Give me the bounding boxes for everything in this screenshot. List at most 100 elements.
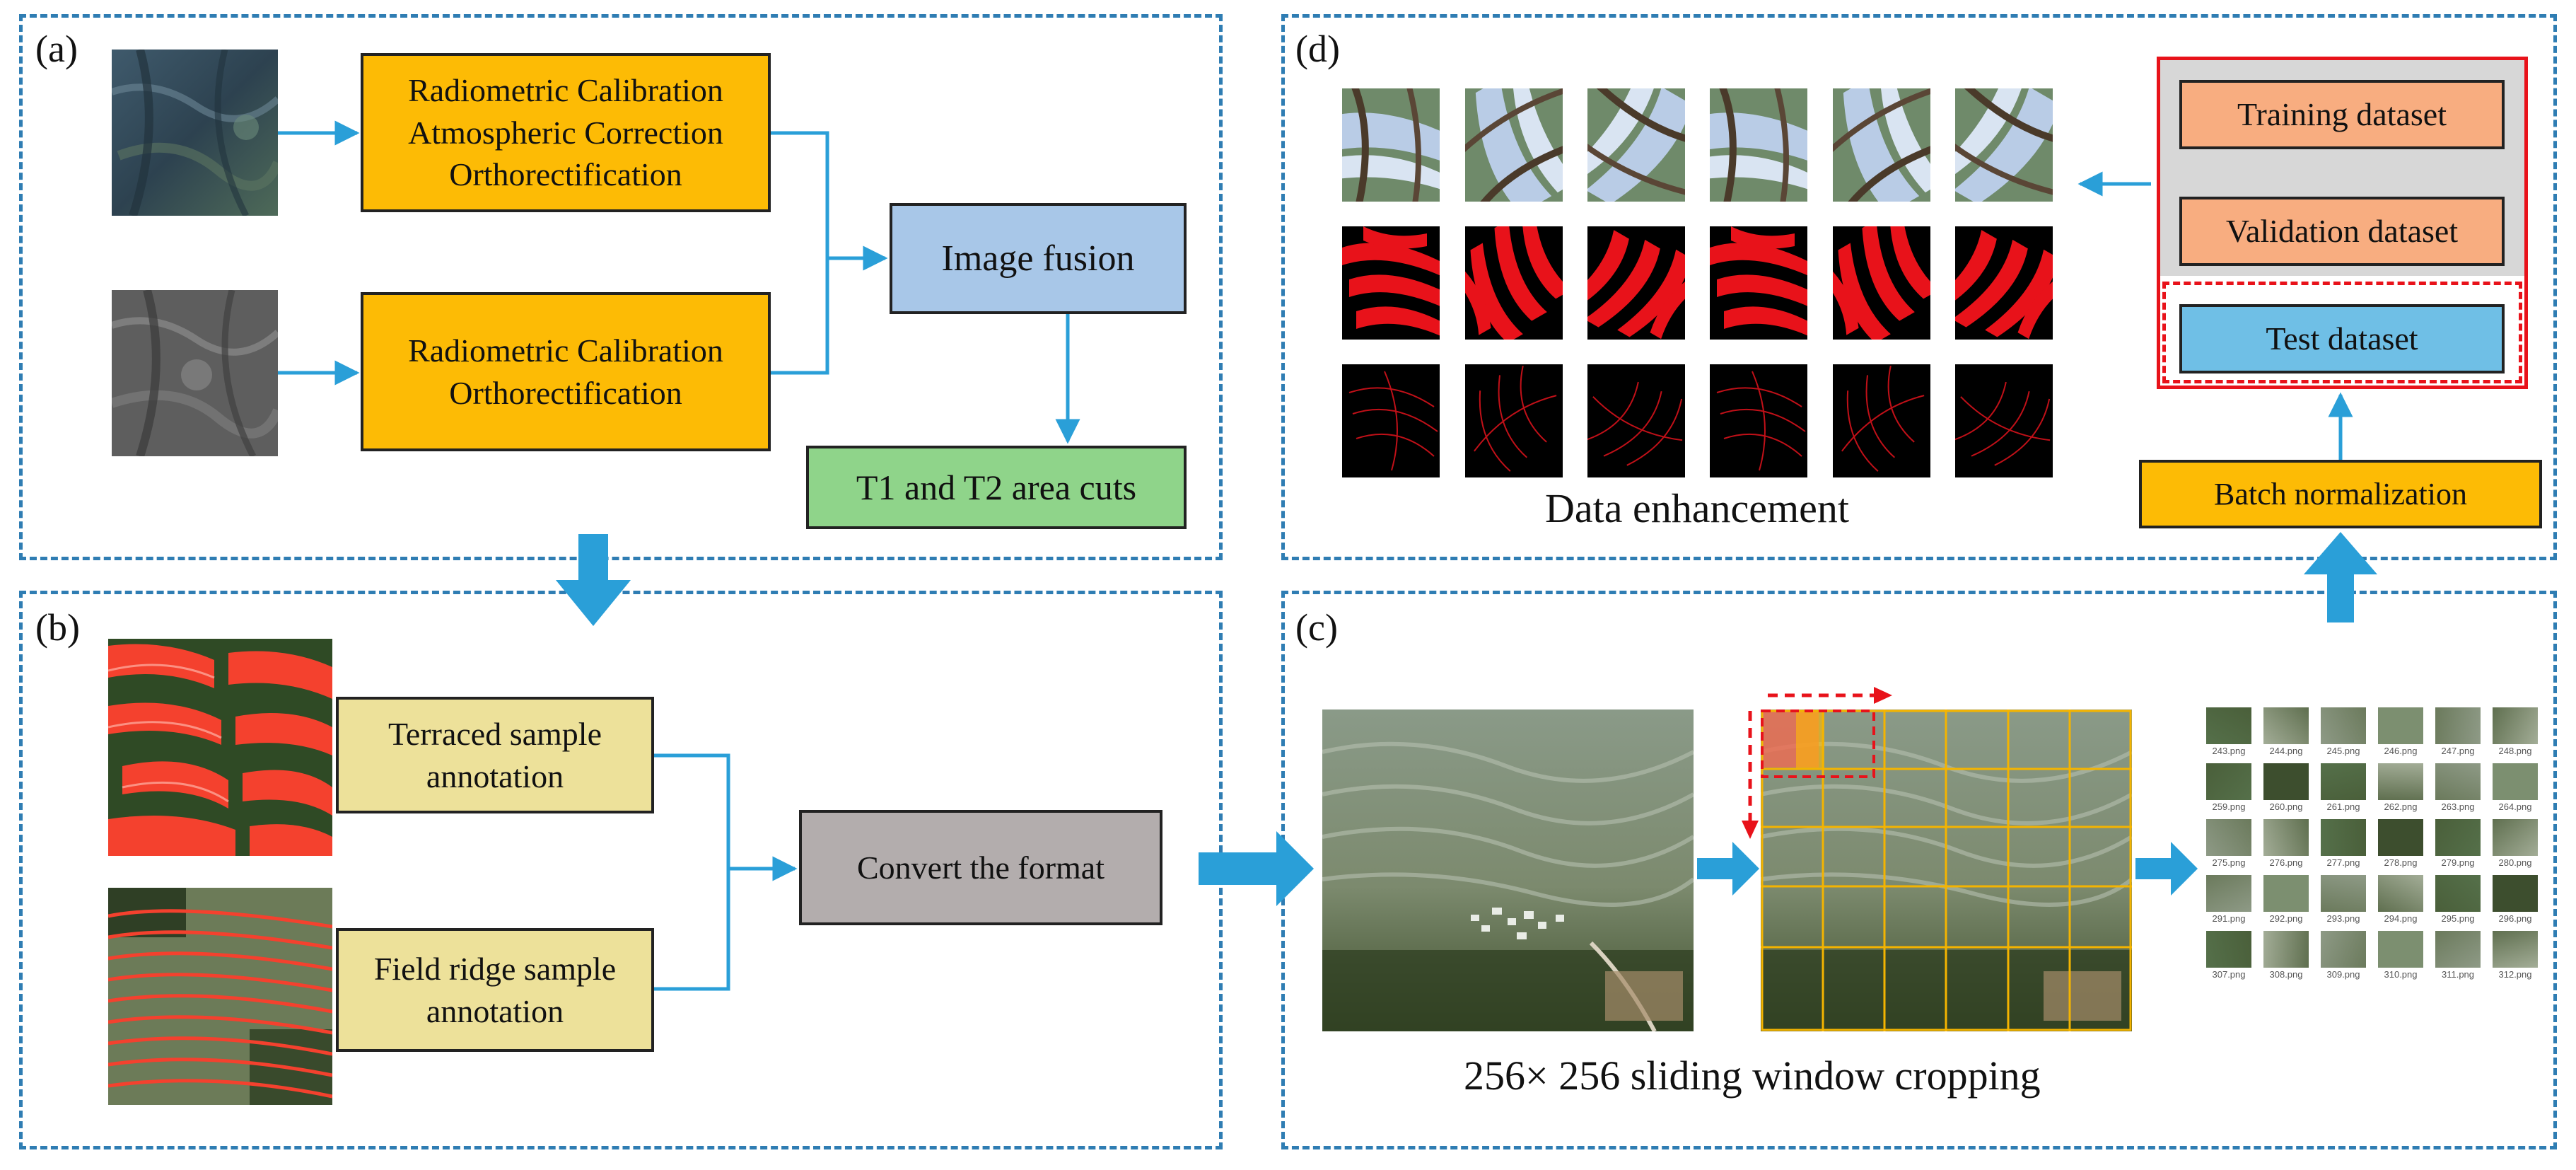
box-line: Convert the format [856, 849, 1105, 886]
cropped-tile [2321, 931, 2366, 968]
cropped-tile-label: 278.png [2384, 857, 2418, 868]
training-dataset-box: Training dataset [2179, 80, 2505, 149]
box-line: annotation [426, 992, 564, 1029]
cropped-tile [2263, 763, 2309, 800]
augmented-ridge-mask-tile [1587, 364, 1685, 477]
panel-d [1281, 14, 2557, 560]
sliding-window-grid [1761, 709, 2132, 1031]
cropped-tile-label: 310.png [2384, 969, 2418, 980]
cropped-tile [2435, 707, 2481, 744]
augmented-ridge-mask-tile [1465, 364, 1563, 477]
cropped-tile [2378, 931, 2423, 968]
box-line: Field ridge sample [373, 950, 617, 987]
cropped-tile-label: 309.png [2326, 969, 2360, 980]
box-line: Test dataset [2266, 320, 2418, 357]
cropped-tile [2493, 931, 2538, 968]
box-line: Orthorectification [449, 374, 682, 411]
cropped-tile [2321, 819, 2366, 856]
box-line: Terraced sample [388, 715, 602, 752]
cropped-tile [2378, 707, 2423, 744]
cropped-tile [2493, 819, 2538, 856]
augmented-image-tile [1833, 88, 1930, 202]
cropped-tile [2435, 875, 2481, 912]
panel-label-a: (a) [35, 28, 78, 70]
cropped-tile [2321, 763, 2366, 800]
terraced-annotation-image [108, 639, 332, 856]
cropped-tile-label: 312.png [2498, 969, 2532, 980]
cropped-tile [2378, 875, 2423, 912]
cropped-tile [2435, 763, 2481, 800]
field-ridge-annotation-image [108, 888, 332, 1105]
augmented-terrace-mask-tile [1587, 226, 1685, 340]
cropped-tile-label: 246.png [2384, 746, 2418, 756]
cropped-tile [2435, 819, 2481, 856]
cropped-tile [2206, 931, 2251, 968]
augmented-terrace-mask-tile [1955, 226, 2053, 340]
terraced-annotation-box: Terraced sample annotation [336, 697, 654, 813]
cropped-tile-label: 261.png [2326, 801, 2360, 812]
cropped-tile [2493, 707, 2538, 744]
field-ridge-annotation-box: Field ridge sample annotation [336, 928, 654, 1052]
cropped-tile-label: 292.png [2269, 913, 2303, 924]
cropped-tile-label: 276.png [2269, 857, 2303, 868]
cropped-tile-label: 262.png [2384, 801, 2418, 812]
cropped-tile-label: 264.png [2498, 801, 2532, 812]
augmented-terrace-mask-tile [1710, 226, 1807, 340]
cropped-tile-label: 260.png [2269, 801, 2303, 812]
cropped-tile-label: 243.png [2212, 746, 2246, 756]
cropped-tile [2321, 875, 2366, 912]
cropped-tile-label: 293.png [2326, 913, 2360, 924]
validation-dataset-box: Validation dataset [2179, 197, 2505, 266]
box-line: Radiometric Calibration [408, 71, 723, 108]
cropped-tile-label: 280.png [2498, 857, 2532, 868]
convert-format-box: Convert the format [799, 810, 1162, 925]
augmented-image-tile [1955, 88, 2053, 202]
cropped-tile [2493, 763, 2538, 800]
cropped-tile-label: 248.png [2498, 746, 2532, 756]
augmented-image-tile [1342, 88, 1440, 202]
cropped-tile [2321, 707, 2366, 744]
box-line: T1 and T2 area cuts [856, 467, 1137, 507]
image-fusion-box: Image fusion [890, 203, 1187, 314]
cropped-tile-label: 294.png [2384, 913, 2418, 924]
area-cuts-box: T1 and T2 area cuts [806, 446, 1187, 529]
data-enhancement-caption: Data enhancement [1545, 485, 1849, 531]
box-line: Orthorectification [449, 156, 682, 193]
cropped-tile [2493, 875, 2538, 912]
cropped-tile [2206, 763, 2251, 800]
batch-normalization-box: Batch normalization [2139, 460, 2542, 528]
source-remote-sensing-image [1322, 709, 1694, 1031]
cropped-tile-label: 244.png [2269, 746, 2303, 756]
cropped-tile [2263, 819, 2309, 856]
cropped-tile [2206, 707, 2251, 744]
box-line: Atmospheric Correction [408, 114, 723, 151]
augmented-ridge-mask-tile [1342, 364, 1440, 477]
test-group-dashed-border [2162, 282, 2522, 383]
preprocessing-box-panchromatic: Radiometric Calibration Orthorectificati… [361, 292, 771, 451]
cropped-tile [2263, 707, 2309, 744]
cropped-tile-label: 279.png [2441, 857, 2475, 868]
panel-label-b: (b) [35, 606, 80, 649]
box-line: Batch normalization [2214, 476, 2467, 511]
multispectral-satellite-image [112, 50, 278, 216]
box-line: Image fusion [941, 238, 1135, 279]
cropped-tile [2263, 875, 2309, 912]
cropped-tile-label: 247.png [2441, 746, 2475, 756]
panel-label-c: (c) [1295, 606, 1338, 649]
cropped-tile-label: 263.png [2441, 801, 2475, 812]
cropped-tile [2435, 931, 2481, 968]
cropping-caption: 256× 256 sliding window cropping [1464, 1053, 2041, 1099]
cropped-tile [2378, 763, 2423, 800]
cropped-tile-label: 308.png [2269, 969, 2303, 980]
cropped-tile [2378, 819, 2423, 856]
cropped-tile-label: 245.png [2326, 746, 2360, 756]
augmented-ridge-mask-tile [1833, 364, 1930, 477]
cropped-tile-label: 311.png [2441, 969, 2475, 980]
cropped-tile [2206, 875, 2251, 912]
cropped-tile-label: 291.png [2212, 913, 2246, 924]
panchromatic-satellite-image [112, 290, 278, 456]
augmented-image-tile [1710, 88, 1807, 202]
cropped-tile [2263, 931, 2309, 968]
box-line: Validation dataset [2225, 213, 2459, 250]
augmented-image-tile [1587, 88, 1685, 202]
